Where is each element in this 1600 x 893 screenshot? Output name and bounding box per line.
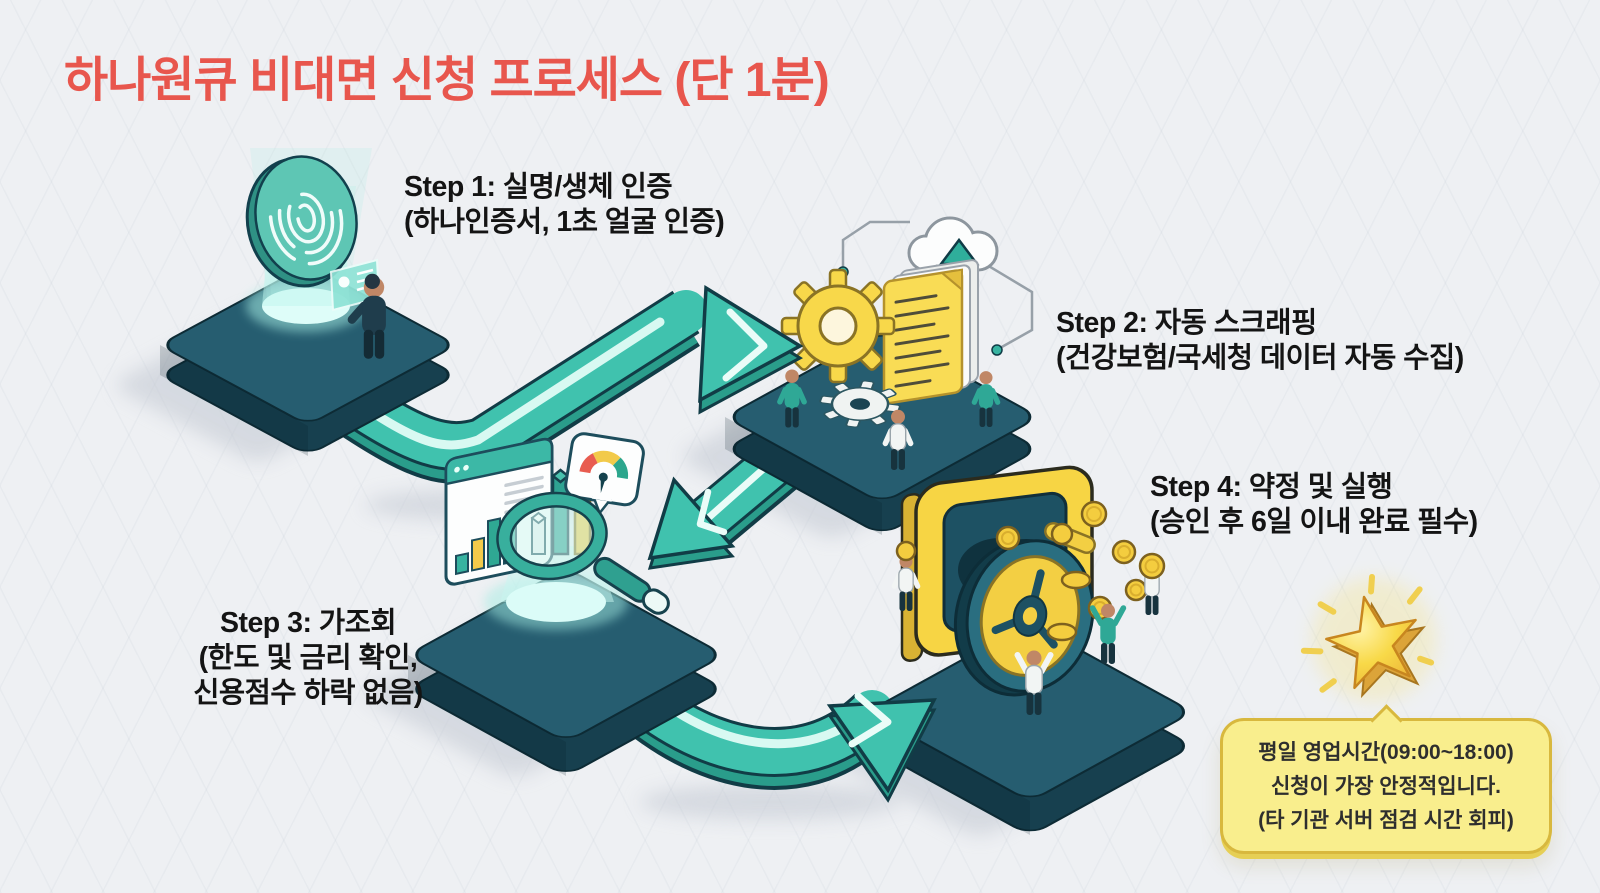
star-icon <box>1300 573 1436 702</box>
callout-line-2: 신청이 가장 안정적입니다. <box>1270 775 1502 799</box>
step-4-title: Step 4: 약정 및 실행 <box>1150 471 1393 503</box>
vault-door-icon <box>953 538 1095 697</box>
coins-icon <box>995 500 1148 642</box>
flow-arrow-2-head <box>647 476 736 570</box>
step-2-title: Step 2: 자동 스크래핑 <box>1056 307 1317 339</box>
small-gear-icon <box>819 380 901 428</box>
callout-line-1: 평일 영업시간(09:00~18:00) <box>1258 741 1514 764</box>
step-2-label: Step 2: 자동 스크래핑 (건강보험/국세청 데이터 자동 수집) <box>1056 306 1464 376</box>
step3-platform <box>408 432 717 776</box>
gauge-icon <box>564 432 645 516</box>
step-3-label: Step 3: 가조회 (한도 및 금리 확인, 신용점수 하락 없음) <box>118 606 498 710</box>
callout-line-3: (타 기관 서버 점검 시간 회피) <box>1258 809 1514 833</box>
step-3-detail: (한도 및 금리 확인, <box>198 641 418 674</box>
step-2-detail: (건강보험/국세청 데이터 자동 수집) <box>1056 341 1464 374</box>
fingerprint-icon <box>245 148 372 332</box>
step-1-title: Step 1: 실명/생체 인증 <box>404 171 673 203</box>
step-4-label: Step 4: 약정 및 실행 (승인 후 6일 이내 완료 필수) <box>1150 470 1478 540</box>
step-1-detail: (하나인증서, 1초 얼굴 인증) <box>404 205 725 238</box>
flow-arrow-1-head <box>698 284 804 415</box>
vault-icon <box>900 465 1096 697</box>
circuit-connector-lines <box>841 220 1034 350</box>
page-title: 하나원큐 비대면 신청 프로세스 (단 1분) <box>64 54 830 107</box>
gear-icon <box>780 268 896 384</box>
step-3-detail: 신용점수 하락 없음) <box>193 676 423 709</box>
step1-platform <box>160 148 450 456</box>
magnifier-icon <box>496 491 670 615</box>
flow-arrow-3-head <box>826 692 937 803</box>
person-figure <box>1093 604 1124 664</box>
step-3-title: Step 3: 가조회 <box>219 607 397 639</box>
documents-icon <box>882 259 979 405</box>
step-1-label: Step 1: 실명/생체 인증 (하나인증서, 1초 얼굴 인증) <box>404 170 725 240</box>
step4-platform <box>868 465 1186 835</box>
step-4-detail: (승인 후 6일 이내 완료 필수) <box>1150 505 1478 538</box>
business-hours-callout: 평일 영업시간(09:00~18:00) 신청이 가장 안정적입니다. (타 기… <box>1220 718 1552 855</box>
